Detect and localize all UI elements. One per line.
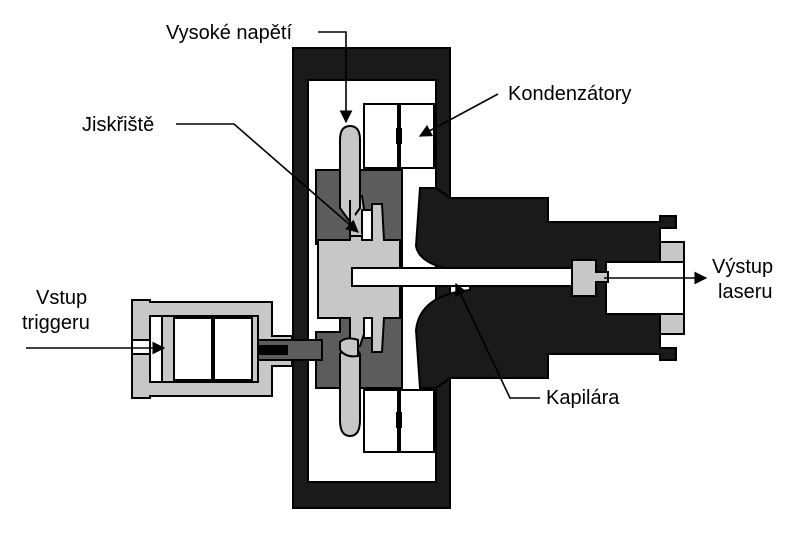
trigger-rod-tip bbox=[339, 337, 359, 358]
high-voltage-leader bbox=[318, 31, 353, 124]
label-laser-output-1: Výstup bbox=[712, 256, 773, 278]
spark-gap-upper bbox=[361, 209, 373, 241]
trigger-rod-inner bbox=[258, 345, 288, 355]
label-spark-gap: Jiskřiště bbox=[82, 114, 154, 136]
label-capillary: Kapilára bbox=[546, 387, 620, 409]
capacitor-lower-right bbox=[399, 389, 435, 453]
hv-electrode-upper bbox=[339, 124, 361, 224]
label-capacitors: Kondenzátory bbox=[508, 83, 631, 105]
capillary-tube bbox=[351, 267, 581, 287]
label-laser-output-2: laseru bbox=[718, 281, 772, 303]
capacitor-lower-sep bbox=[396, 412, 402, 428]
capillary-leader bbox=[455, 282, 540, 399]
trigger-capacitor-left bbox=[173, 317, 213, 381]
capacitor-upper-left bbox=[363, 103, 399, 169]
capacitor-upper-right bbox=[399, 103, 435, 169]
capacitors-leader bbox=[418, 93, 499, 137]
capacitor-upper-sep bbox=[396, 128, 402, 144]
trigger-capacitor-right bbox=[213, 317, 253, 381]
label-trigger-input-2: triggeru bbox=[22, 312, 90, 334]
capillary-fitting bbox=[571, 259, 609, 297]
label-trigger-input-1: Vstup bbox=[36, 287, 87, 309]
spark-gap-lower bbox=[363, 317, 373, 339]
capacitor-lower-left bbox=[363, 389, 399, 453]
trigger-connector bbox=[131, 339, 151, 355]
label-high-voltage: Vysoké napětí bbox=[166, 22, 292, 44]
hv-electrode-lower bbox=[339, 338, 361, 438]
output-window bbox=[605, 261, 685, 315]
spark-gap-leader bbox=[176, 123, 359, 233]
